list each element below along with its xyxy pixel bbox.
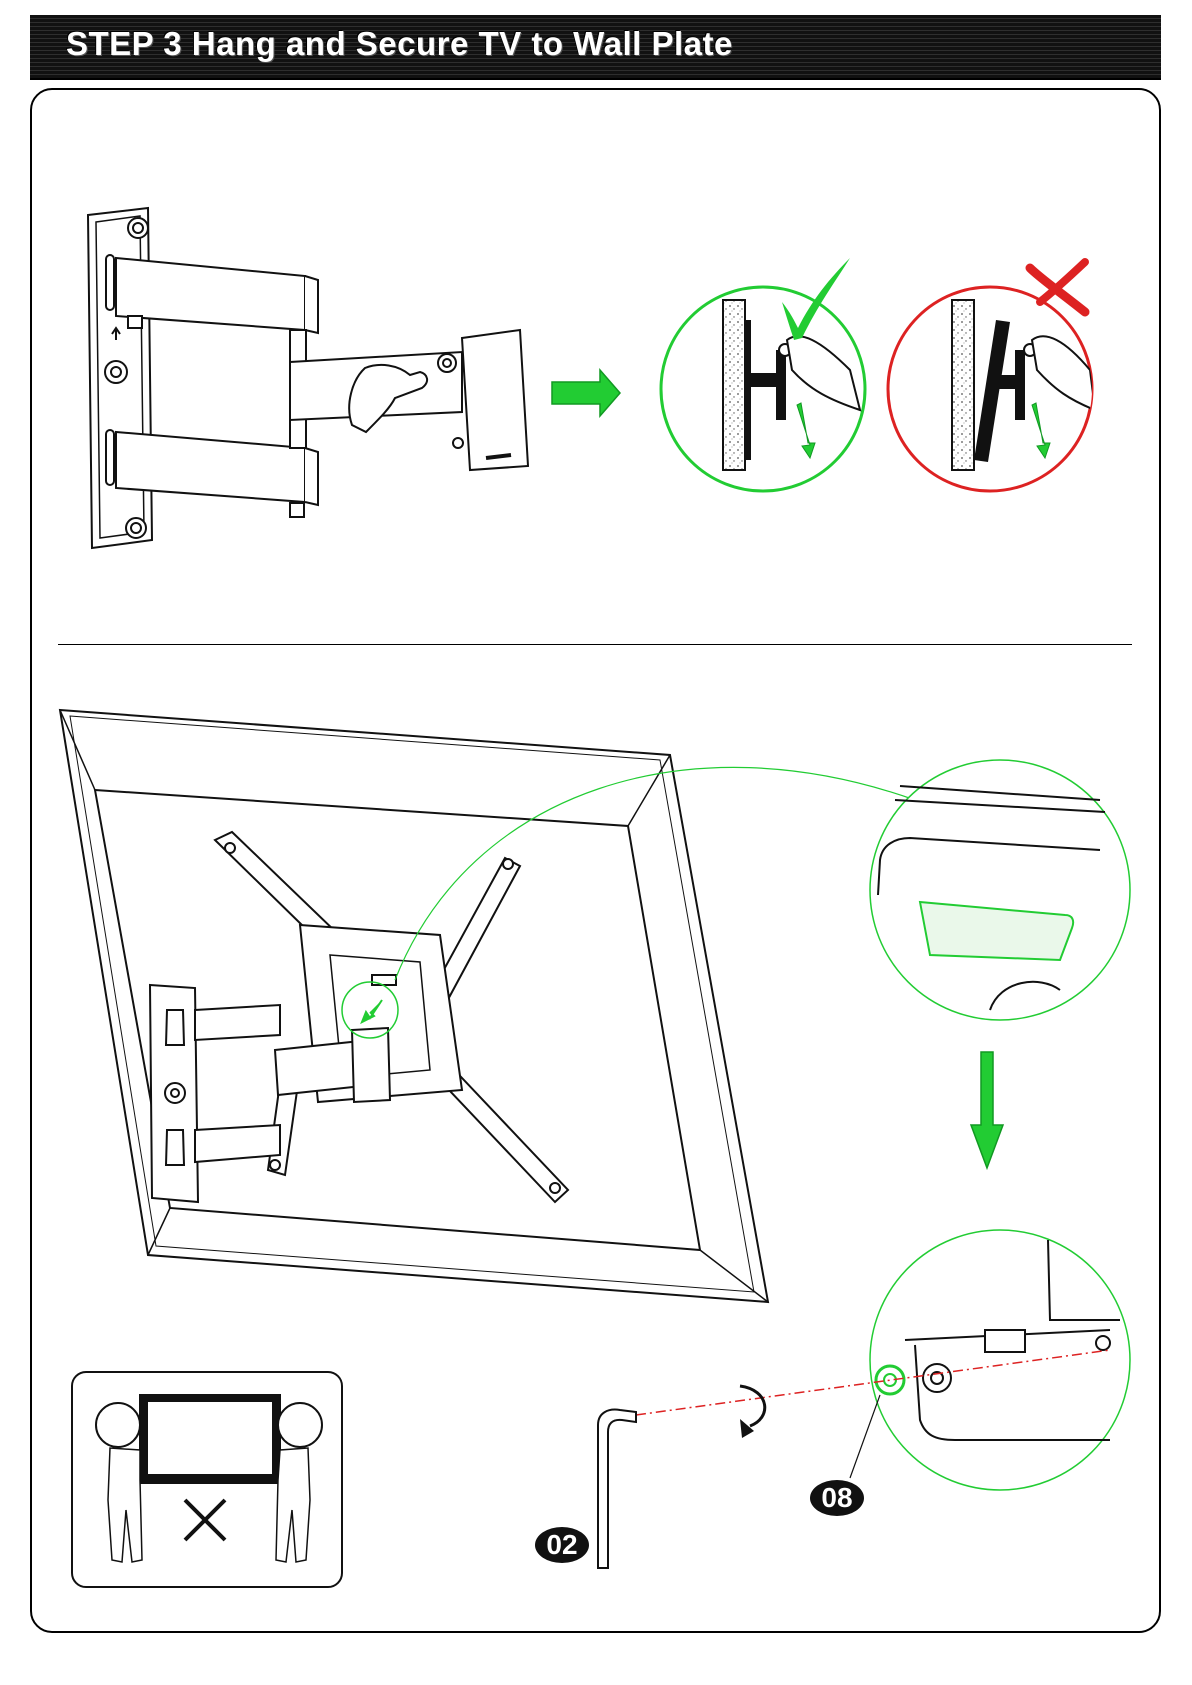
part-number-08: 08 bbox=[810, 1480, 864, 1516]
screw-zoom-detail bbox=[870, 1230, 1130, 1490]
rotate-clockwise-icon bbox=[740, 1386, 765, 1438]
wall-mount-arm-drawing bbox=[88, 208, 528, 548]
arrow-down-icon bbox=[971, 1052, 1003, 1168]
leader-08 bbox=[850, 1395, 880, 1478]
two-person-lift-inset bbox=[72, 1372, 342, 1587]
allen-key-drawing bbox=[598, 1410, 636, 1568]
arrow-right-icon bbox=[552, 370, 620, 416]
correct-hook-detail bbox=[661, 287, 865, 491]
part-number-02: 02 bbox=[535, 1527, 589, 1563]
cross-mark-icon bbox=[1030, 262, 1085, 312]
incorrect-hook-detail bbox=[888, 287, 1095, 491]
hook-zoom-detail bbox=[870, 760, 1130, 1020]
